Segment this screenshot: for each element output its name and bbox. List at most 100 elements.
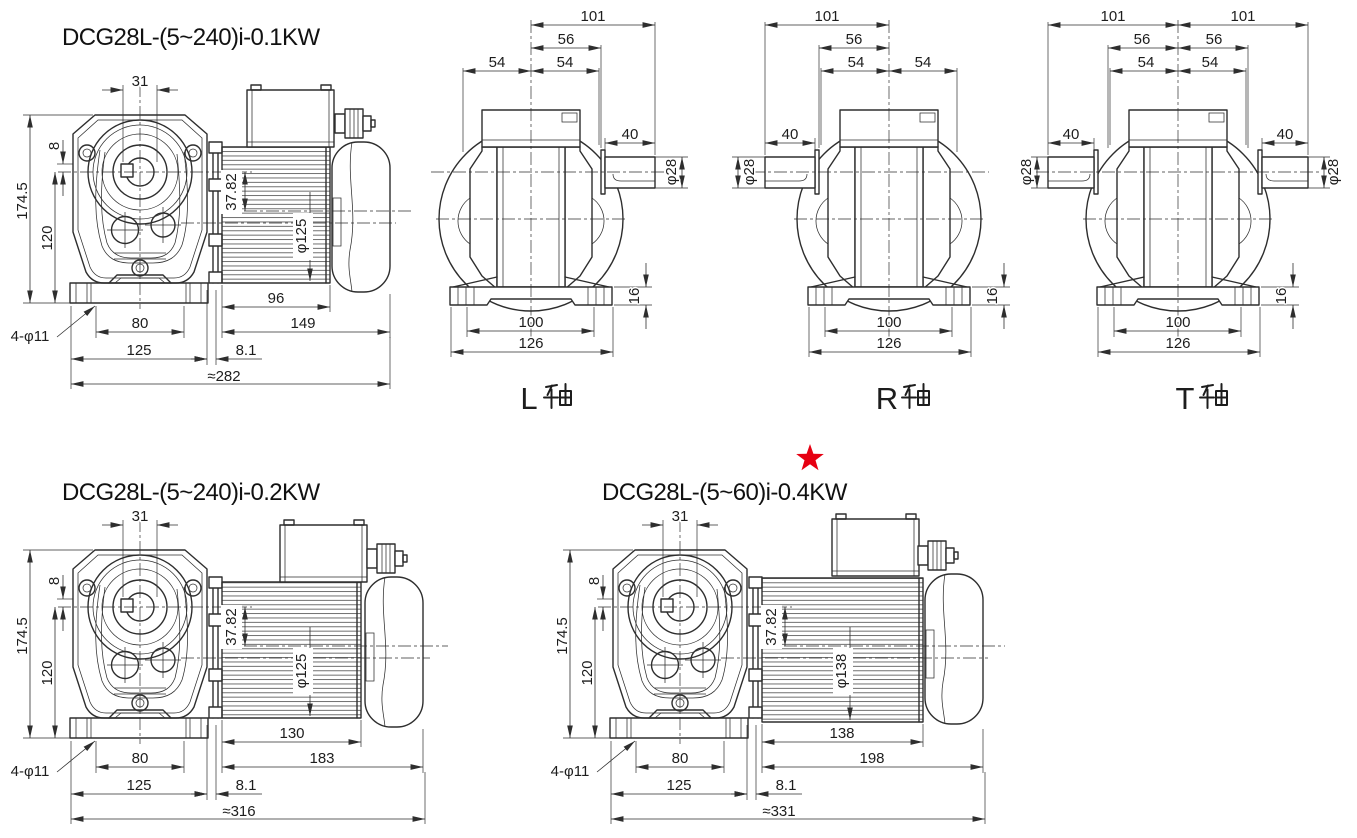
dim-motor-length: 183 — [309, 750, 334, 767]
dim-mount-holes: 4-φ11 — [11, 763, 50, 780]
side-view-0-1kw: DCG28L-(5~240)i-0.1KW — [9, 23, 412, 389]
dim-flange-right: 56 — [1206, 31, 1223, 48]
dim-half-right: 54 — [557, 54, 574, 71]
zhou-axis-glyph — [543, 383, 572, 409]
dim-foot-bolt-span: 100 — [876, 314, 901, 331]
dim-half-right: 54 — [915, 54, 932, 71]
dim-shaft-length-left: 40 — [1063, 126, 1080, 143]
zhou-axis-glyph — [1199, 383, 1228, 409]
output-shafts — [1036, 149, 1320, 195]
dim-foot-bolt-span: 100 — [1165, 314, 1190, 331]
cable-gland — [334, 108, 376, 139]
axis-letter: R — [876, 381, 898, 416]
zhou-axis-glyph — [901, 383, 930, 409]
dim-center-to-flange: 56 — [558, 31, 575, 48]
dim-shaft-length: 40 — [782, 126, 799, 143]
cable-gland — [917, 540, 959, 571]
dim-axis-height: 120 — [39, 660, 56, 685]
dim-overall-length: ≈331 — [762, 803, 795, 820]
side-view-0-4kw: DCG28L-(5~60)i-0.4KW — [549, 444, 1005, 824]
front-view-r-shaft: 101 56 54 54 40 φ28 16 100 126 R — [732, 7, 1010, 416]
dim-shaft-length-right: 40 — [1277, 126, 1294, 143]
dim-mount-holes: 4-φ11 — [551, 763, 590, 780]
dim-motor-frame: 130 — [279, 725, 304, 742]
dim-foot-height: 16 — [984, 288, 1001, 305]
front-view-l-shaft: 101 56 54 54 40 φ28 16 100 126 L — [431, 7, 688, 416]
dimensions: 101 56 54 54 40 φ28 16 100 126 — [450, 7, 688, 357]
dim-foot-span: 80 — [132, 750, 149, 767]
dim-center-to-end: 101 — [580, 8, 605, 25]
dim-half-left: 54 — [848, 54, 865, 71]
dim-foot-span: 80 — [672, 750, 689, 767]
dim-base-width: 126 — [1165, 335, 1190, 352]
dim-overall-height: 174.5 — [554, 617, 571, 655]
terminal-box — [246, 84, 335, 148]
terminal-box — [279, 519, 368, 583]
dim-half-left: 54 — [1138, 54, 1155, 71]
gearbox-side-view — [609, 549, 763, 739]
dim-foot-bolt-span: 100 — [518, 314, 543, 331]
drawing-title: DCG28L-(5~240)i-0.2KW — [62, 479, 320, 506]
dim-bore-width: 31 — [132, 73, 149, 90]
gearbox-side-view — [69, 114, 223, 304]
dim-base-width: 126 — [518, 335, 543, 352]
dim-base-length: 125 — [126, 777, 151, 794]
motor-side-view — [181, 519, 448, 728]
dim-motor-length: 149 — [290, 315, 315, 332]
dim-center-to-flange: 56 — [846, 31, 863, 48]
dim-mount-holes: 4-φ11 — [11, 328, 50, 345]
dim-base-width: 126 — [876, 335, 901, 352]
star-icon — [796, 444, 824, 471]
axis-label-r: R — [876, 381, 930, 416]
dim-half-left: 54 — [489, 54, 506, 71]
dim-axis-height: 120 — [39, 225, 56, 250]
gearbox-side-view — [69, 549, 223, 739]
dim-shaft-diameter: φ28 — [663, 159, 680, 185]
terminal-box — [831, 513, 920, 577]
dim-motor-length: 198 — [859, 750, 884, 767]
side-view-0-2kw: DCG28L-(5~240)i-0.2KW — [9, 478, 448, 824]
axis-label-l: L — [520, 381, 572, 416]
dim-motor-key: 37.82 — [763, 608, 780, 646]
dim-center-to-end: 101 — [814, 8, 839, 25]
dim-bore-width: 31 — [672, 508, 689, 525]
dim-shaft-dia-right: φ28 — [1325, 159, 1342, 185]
dimensions: 101 56 54 54 40 φ28 16 100 126 — [732, 7, 1010, 357]
output-shaft — [431, 149, 668, 195]
dim-center-to-end-right: 101 — [1230, 8, 1255, 25]
dim-shaft-length: 40 — [622, 126, 639, 143]
dim-shaft-diameter: φ28 — [741, 159, 758, 185]
axis-letter: T — [1176, 381, 1195, 416]
dim-key-offset: 8 — [46, 142, 63, 150]
dim-overall-height: 174.5 — [14, 617, 31, 655]
dim-bore-width: 31 — [132, 508, 149, 525]
dimensions: 31 8 174.5 120 37.82 φ125 96 149 80 125 … — [9, 72, 391, 389]
drawing-title: DCG28L-(5~60)i-0.4KW — [602, 479, 848, 506]
dim-flange-gap: 8.1 — [776, 777, 797, 794]
dim-motor-frame: 96 — [268, 290, 285, 307]
dim-motor-key: 37.82 — [223, 173, 240, 211]
front-view-t-shaft: 101 101 56 56 54 54 40 40 φ28 φ28 16 100… — [1017, 7, 1344, 417]
axis-label-t: T — [1176, 381, 1228, 416]
dim-center-to-end-left: 101 — [1100, 8, 1125, 25]
dim-shaft-dia-left: φ28 — [1018, 159, 1035, 185]
axis-letter: L — [520, 381, 537, 416]
dim-foot-height: 16 — [1273, 288, 1290, 305]
drawing-title: DCG28L-(5~240)i-0.1KW — [62, 24, 320, 51]
dim-motor-frame: 138 — [829, 725, 854, 742]
dim-flange-gap: 8.1 — [236, 777, 257, 794]
dim-motor-diameter: φ125 — [293, 219, 310, 254]
dim-motor-diameter: φ138 — [833, 654, 850, 689]
output-shaft — [752, 149, 989, 195]
dimensions: 101 101 56 56 54 54 40 40 φ28 φ28 16 100… — [1017, 7, 1344, 357]
dim-foot-span: 80 — [132, 315, 149, 332]
dim-half-right: 54 — [1202, 54, 1219, 71]
dim-overall-length: ≈282 — [207, 368, 240, 385]
dim-motor-key: 37.82 — [223, 608, 240, 646]
cable-gland — [366, 543, 408, 574]
dim-flange-left: 56 — [1134, 31, 1151, 48]
dim-key-offset: 8 — [586, 577, 603, 585]
dim-axis-height: 120 — [579, 660, 596, 685]
